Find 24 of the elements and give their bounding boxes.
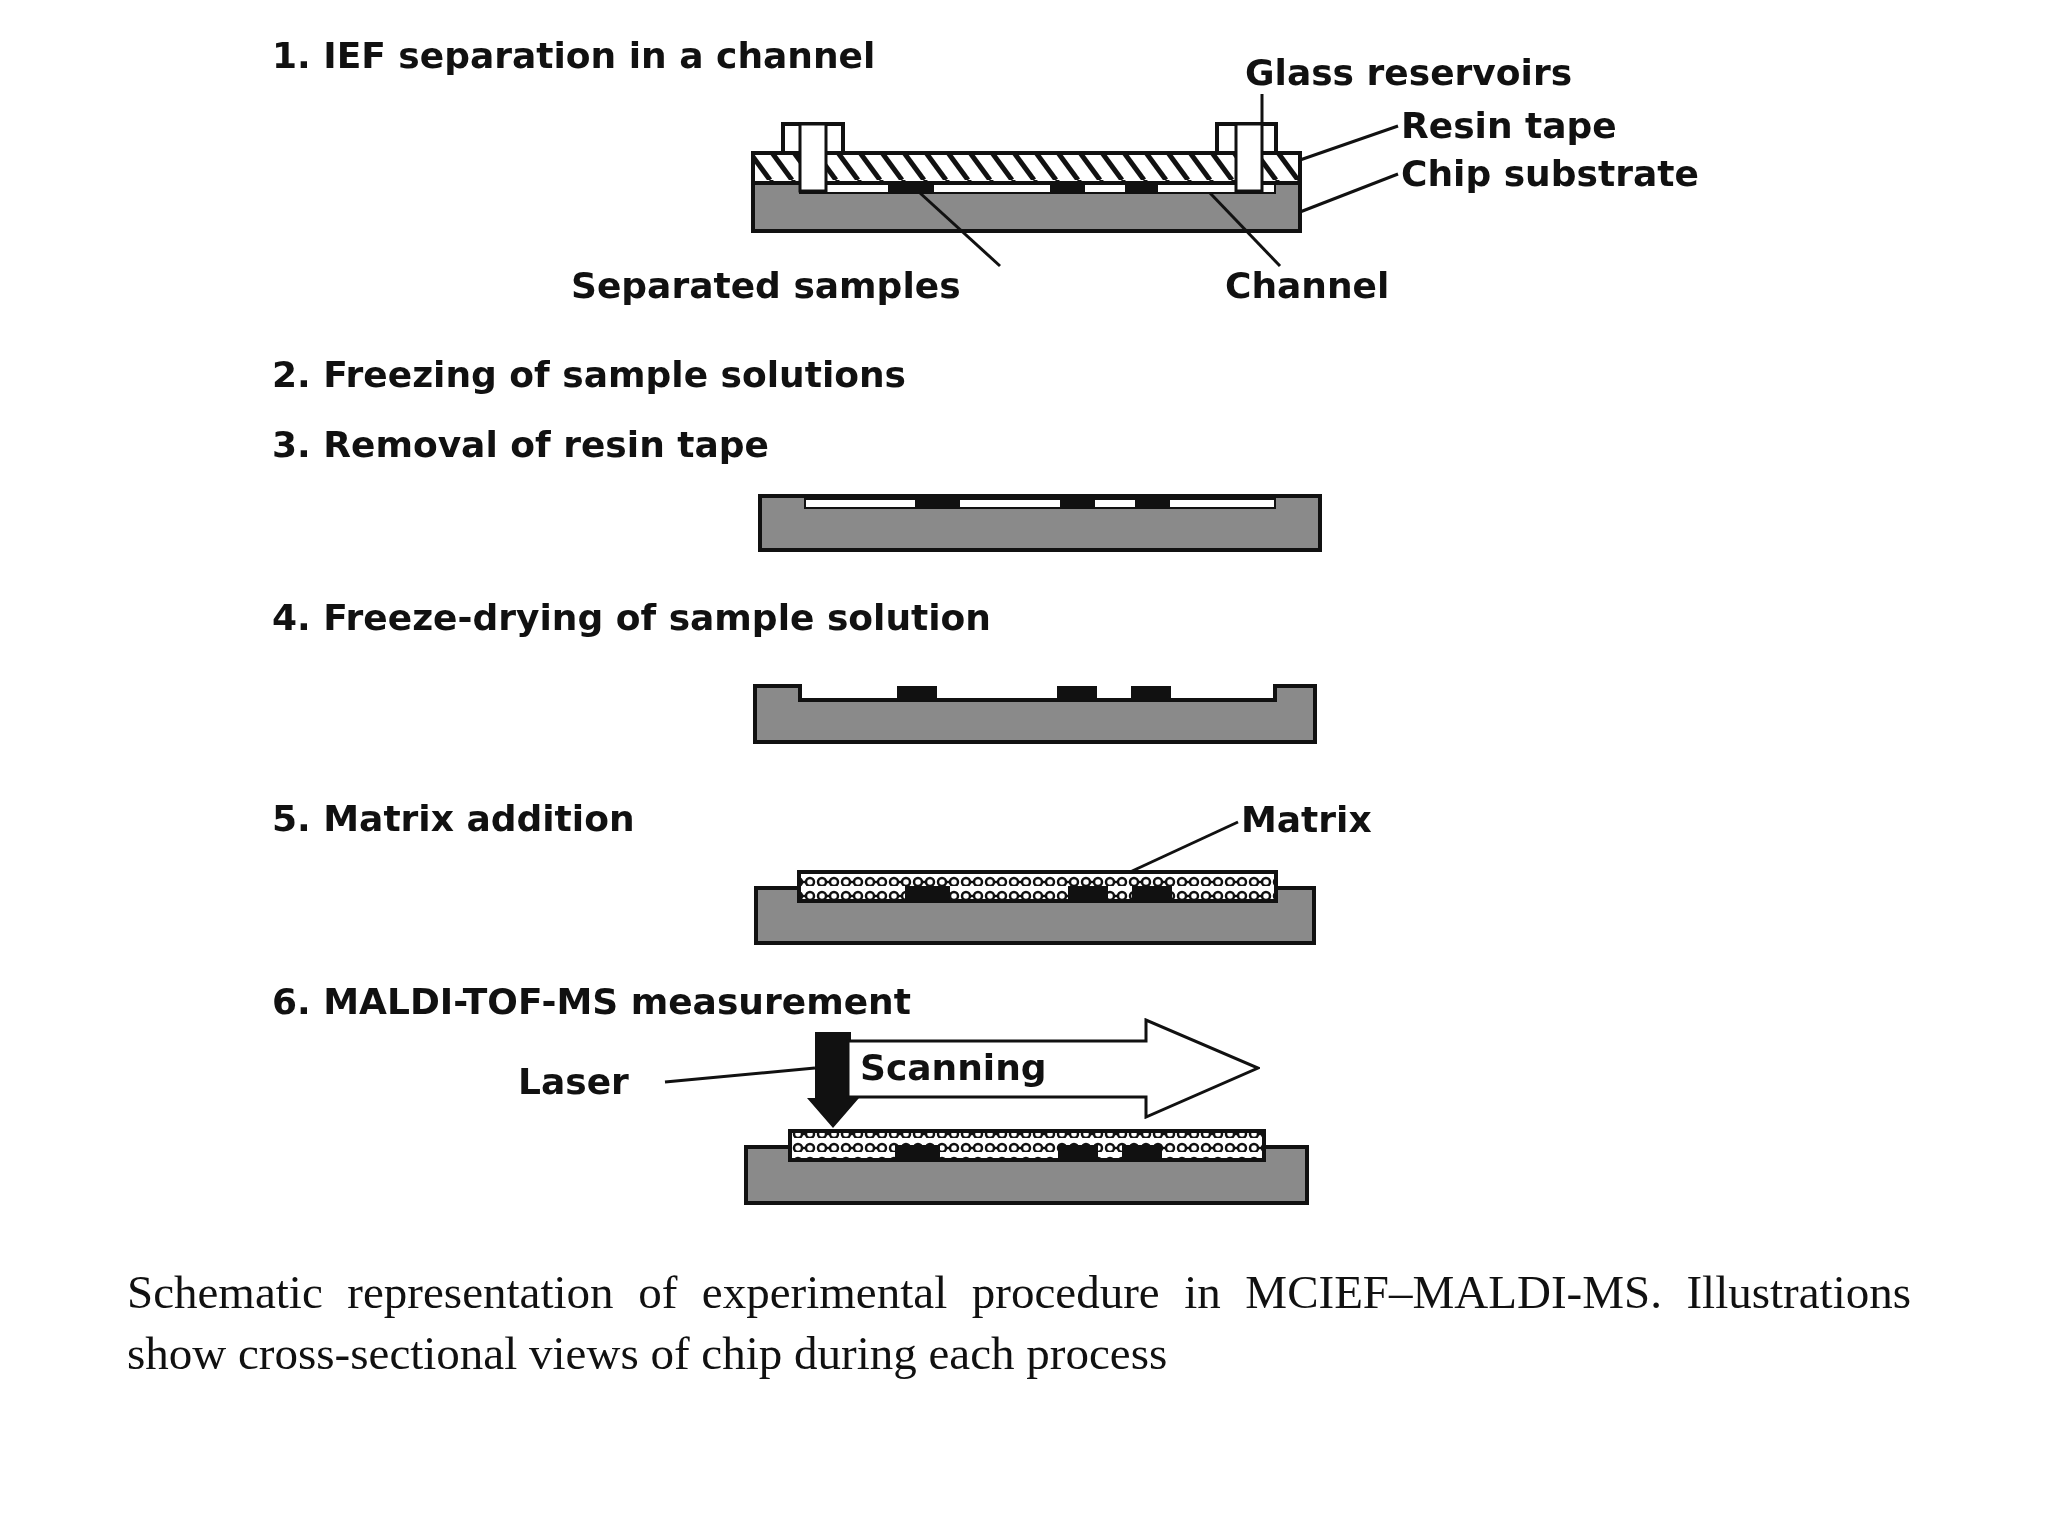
leader-line [1208, 191, 1282, 268]
step-heading: 5. Matrix addition [272, 801, 635, 837]
step-heading: 6. MALDI-TOF-MS measurement [272, 984, 911, 1020]
leader-line [1299, 172, 1399, 214]
step-heading: 4. Freeze-drying of sample solution [272, 600, 991, 636]
step-heading: 3. Removal of resin tape [272, 427, 769, 463]
part-label: Glass reservoirs [1245, 55, 1573, 91]
part-label: Channel [1225, 268, 1390, 304]
scanning-arrow: Scanning [846, 1018, 1260, 1119]
leader-line [1299, 124, 1399, 162]
part-label: Separated samples [571, 268, 961, 304]
leader-line [1260, 94, 1264, 124]
leader-line [664, 1066, 816, 1084]
laser-arrow [807, 1032, 859, 1128]
part-label: Laser [518, 1064, 629, 1100]
part-label: Matrix [1241, 802, 1372, 838]
resin-tape-layer [751, 151, 1302, 185]
leader-line [919, 191, 1001, 268]
caption: Schematic representation of experimental procedure in MCIEF–MALDI-MS. Illustrations show cross-sectional views of chip during each process [127, 1265, 1911, 1382]
step-heading: 1. IEF separation in a channel [272, 38, 876, 74]
part-label: Chip substrate [1401, 156, 1699, 192]
step-heading: 2. Freezing of sample solutions [272, 357, 907, 393]
part-label: Resin tape [1401, 108, 1617, 144]
glass-reservoir [1215, 122, 1278, 193]
